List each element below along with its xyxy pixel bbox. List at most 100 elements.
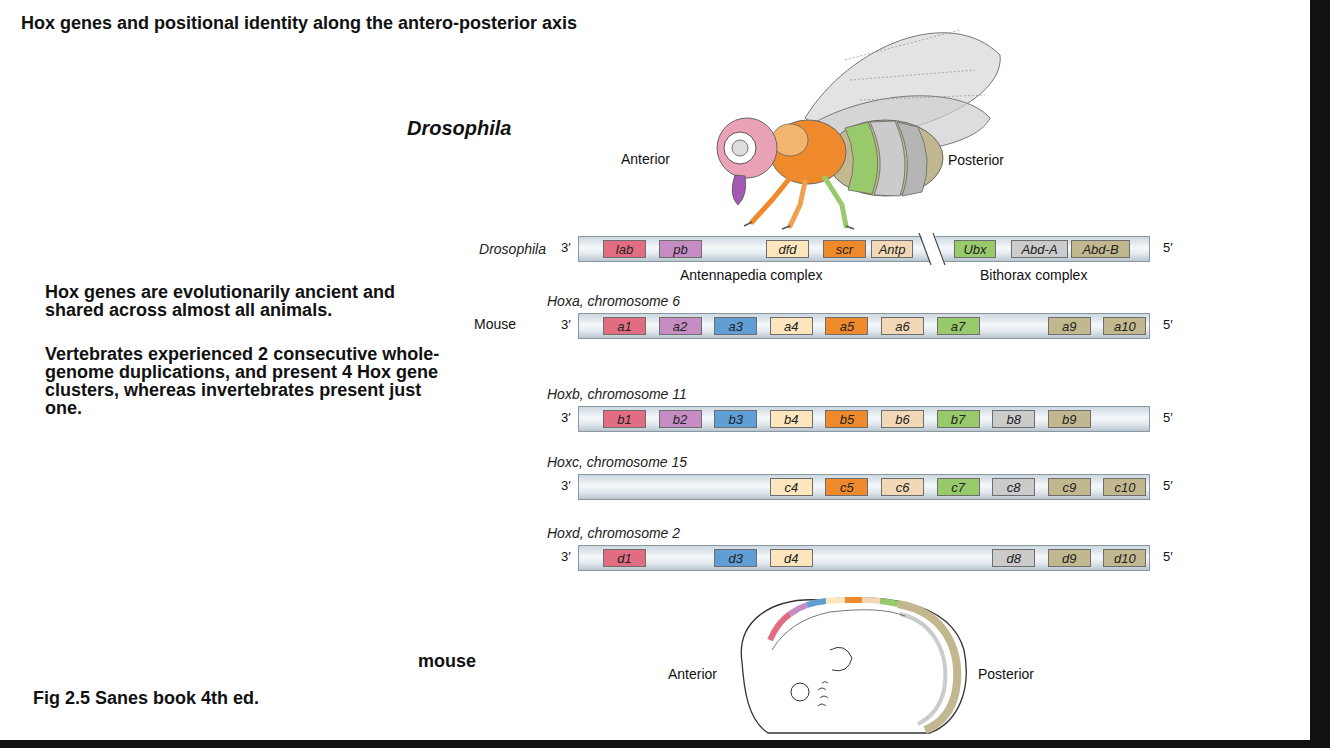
gene-box: a7 bbox=[937, 317, 980, 335]
gene-name: d1 bbox=[617, 551, 631, 566]
gene-name: c10 bbox=[1114, 480, 1135, 495]
fly-illustration bbox=[717, 30, 1000, 229]
gene-name: d10 bbox=[1114, 551, 1136, 566]
gene-box: c7 bbox=[937, 478, 980, 496]
gene-box: c8 bbox=[992, 478, 1035, 496]
gene-name: c9 bbox=[1062, 480, 1076, 495]
gene-box: d4 bbox=[770, 549, 813, 567]
gene-box: dfd bbox=[766, 240, 809, 258]
gene-box: c10 bbox=[1103, 478, 1146, 496]
gene-box: d10 bbox=[1103, 549, 1146, 567]
gene-box: d9 bbox=[1048, 549, 1091, 567]
break-mark bbox=[933, 233, 945, 265]
gene-box: b8 bbox=[992, 410, 1035, 428]
gene-name: a7 bbox=[951, 319, 965, 334]
caption: Fig 2.5 Sanes book 4th ed. bbox=[33, 689, 259, 709]
gene-name: b3 bbox=[728, 412, 742, 427]
gene-name: dfd bbox=[778, 242, 796, 257]
gene-name: a5 bbox=[840, 319, 854, 334]
strand-end: 5′ bbox=[1163, 241, 1173, 255]
gene-box: b5 bbox=[825, 410, 868, 428]
gene-name: Ubx bbox=[963, 242, 986, 257]
strand-end: 3′ bbox=[561, 411, 571, 425]
gene-box: d1 bbox=[603, 549, 646, 567]
break-mark bbox=[919, 233, 931, 265]
gene-box: a5 bbox=[825, 317, 868, 335]
gene-name: c6 bbox=[896, 480, 910, 495]
strand-end: 3′ bbox=[561, 241, 571, 255]
strand-end: 3′ bbox=[561, 318, 571, 332]
gene-name: a9 bbox=[1062, 319, 1076, 334]
gene-name: a4 bbox=[784, 319, 798, 334]
title: Hox genes and positional identity along … bbox=[21, 14, 577, 34]
gene-name: d4 bbox=[784, 551, 798, 566]
gene-box: c6 bbox=[881, 478, 924, 496]
gene-box: b4 bbox=[770, 410, 813, 428]
gene-box: pb bbox=[659, 240, 702, 258]
strand-end: 5′ bbox=[1163, 411, 1173, 425]
gene-box: a10 bbox=[1103, 317, 1146, 335]
organism-label: Drosophila bbox=[407, 117, 511, 139]
gene-box: c9 bbox=[1048, 478, 1091, 496]
gene-box: Abd-A bbox=[1011, 240, 1068, 258]
cluster-heading: Hoxa, chromosome 6 bbox=[547, 293, 680, 309]
gene-name: d3 bbox=[728, 551, 742, 566]
gene-box: a1 bbox=[603, 317, 646, 335]
gene-name: scr bbox=[836, 242, 853, 257]
note-text: Hox genes are evolutionarily ancient and… bbox=[45, 283, 445, 319]
strand-end: 3′ bbox=[561, 479, 571, 493]
gene-box: d3 bbox=[714, 549, 757, 567]
gene-name: b4 bbox=[784, 412, 798, 427]
gene-box: b9 bbox=[1048, 410, 1091, 428]
gene-name: Antp bbox=[879, 242, 906, 257]
gene-name: c5 bbox=[840, 480, 854, 495]
gene-name: a10 bbox=[1114, 319, 1136, 334]
axis-label: Posterior bbox=[948, 153, 1004, 168]
frame-bar bbox=[1310, 0, 1330, 748]
gene-name: d8 bbox=[1006, 551, 1020, 566]
gene-box: a4 bbox=[770, 317, 813, 335]
gene-cluster-bar: Hoxb, chromosome 11b1b2b3b4b5b6b7b8b9 bbox=[578, 406, 1150, 432]
axis-label: Anterior bbox=[668, 667, 717, 682]
gene-name: a6 bbox=[895, 319, 909, 334]
strand-end: 5′ bbox=[1163, 479, 1173, 493]
gene-name: b6 bbox=[895, 412, 909, 427]
gene-name: Abd-B bbox=[1082, 242, 1118, 257]
cluster-heading: Hoxb, chromosome 11 bbox=[547, 386, 687, 402]
gene-box: b2 bbox=[659, 410, 702, 428]
gene-box: Antp bbox=[871, 240, 913, 258]
gene-name: b9 bbox=[1062, 412, 1076, 427]
embryo-illustration bbox=[741, 598, 966, 733]
organism-label: mouse bbox=[418, 652, 476, 672]
gene-box: a9 bbox=[1048, 317, 1091, 335]
cluster-heading: Drosophila bbox=[479, 241, 546, 257]
cluster-heading: Hoxd, chromosome 2 bbox=[547, 525, 680, 541]
gene-box: b3 bbox=[714, 410, 757, 428]
frame-bar bbox=[0, 740, 1330, 748]
gene-box: d8 bbox=[992, 549, 1035, 567]
gene-box: Ubx bbox=[954, 240, 996, 258]
gene-name: lab bbox=[616, 242, 633, 257]
organism-label: Mouse bbox=[474, 317, 516, 332]
break-gap bbox=[921, 235, 945, 263]
complex-label: Bithorax complex bbox=[980, 268, 1087, 283]
gene-name: b1 bbox=[617, 412, 631, 427]
gene-box: a3 bbox=[714, 317, 757, 335]
gene-box: b6 bbox=[881, 410, 924, 428]
gene-name: a2 bbox=[673, 319, 687, 334]
gene-name: b5 bbox=[840, 412, 854, 427]
gene-name: c8 bbox=[1007, 480, 1021, 495]
strand-end: 5′ bbox=[1163, 550, 1173, 564]
axis-label: Posterior bbox=[978, 667, 1034, 682]
gene-name: c7 bbox=[951, 480, 965, 495]
gene-name: pb bbox=[673, 242, 687, 257]
gene-cluster-bar: DrosophilalabpbdfdscrAntpUbxAbd-AAbd-B bbox=[578, 236, 1150, 262]
axis-label: Anterior bbox=[621, 152, 670, 167]
complex-label: Antennapedia complex bbox=[680, 268, 822, 283]
gene-name: d9 bbox=[1062, 551, 1076, 566]
gene-box: b7 bbox=[937, 410, 980, 428]
gene-box: c4 bbox=[770, 478, 813, 496]
gene-box: scr bbox=[823, 240, 866, 258]
strand-end: 3′ bbox=[561, 550, 571, 564]
gene-name: a3 bbox=[728, 319, 742, 334]
